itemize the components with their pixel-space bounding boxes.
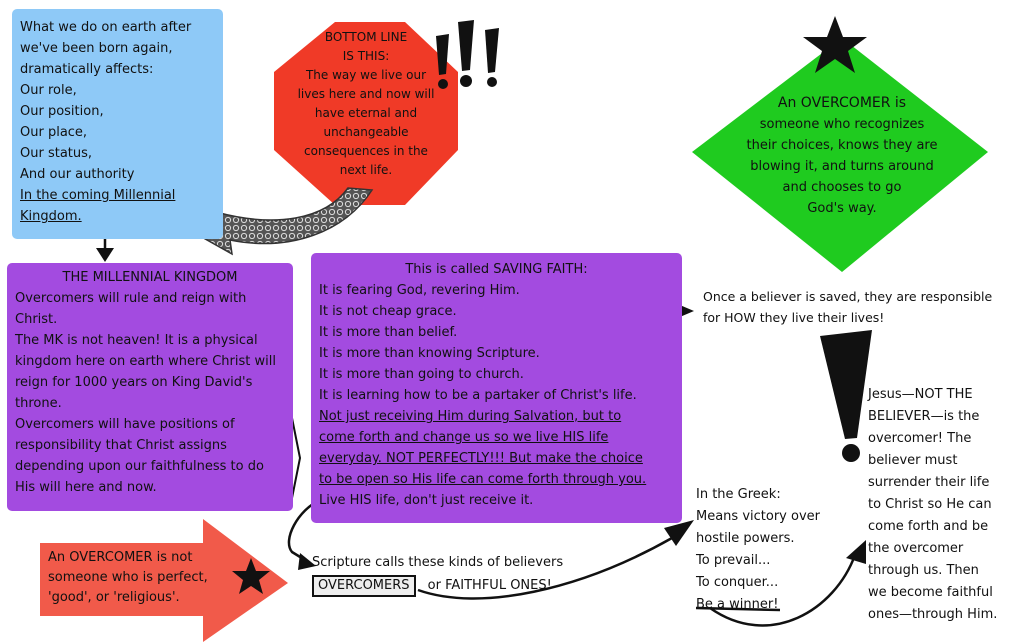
text-line: through us. Then [868,563,979,578]
text-line: believer must [868,453,958,468]
millennial-kingdom-box: THE MILLENNIAL KINGDOM Overcomers will r… [7,263,293,511]
arrowhead-icon [96,248,114,262]
underline-mark [695,606,781,612]
red-arrow-shape [40,519,288,642]
text-line: What we do on earth after [20,20,192,35]
exclamation-icon [820,330,872,462]
exclamation-icon [436,20,499,89]
text-line: consequences in the [304,144,428,158]
text-line: In the Greek: [696,487,781,502]
text-line: Our place, [20,125,88,140]
text-line: BELIEVER—is the [868,409,980,424]
text-line: overcomer! The [868,431,972,446]
overcomer-diamond [692,38,988,272]
text-line: someone who is perfect, [48,570,208,585]
text-line: To prevail... [696,553,771,568]
text-line: reign for 1000 years on King David's [15,375,253,390]
text-line: Kingdom. [20,209,82,224]
text-line: blowing it, and turns around [750,159,934,174]
bottom-line-octagon [274,22,458,205]
text-line: lives here and now will [297,87,435,101]
text-line: Overcomers will have positions of [15,417,235,432]
text-line: come forth and be [868,519,989,534]
star-icon [803,16,867,73]
star-icon [232,558,270,594]
text-line: hostile powers. [696,531,795,546]
connector-line [291,417,302,499]
text-line: OVERCOMERS or FAITHFUL ONES! [312,575,602,597]
text-line: to Christ so He can [868,497,992,512]
text-line: Scripture calls these kinds of believers [312,555,564,570]
arrowhead-icon [298,553,316,570]
text-line: we become faithful [868,585,993,600]
text-line: Not just receiving Him during Salvation,… [319,409,622,424]
text-line: everyday. NOT PERFECTLY!!! But make the … [319,451,643,466]
text-line: Christ. [15,312,58,327]
text-line: surrender their life [868,475,990,490]
text-line: and chooses to go [782,180,902,195]
text-line: throne. [15,396,62,411]
text-line: unchangeable [323,125,409,139]
text-line: Live HIS life, don't just receive it. [319,493,534,508]
text-line: dramatically affects: [20,62,154,77]
earth-affects-box: What we do on earth after we've been bor… [12,9,223,239]
text-line: come forth and change us so we live HIS … [319,430,609,445]
text-line: their choices, knows they are [746,138,938,153]
text-line: for HOW they live their lives! [703,310,885,325]
arrowhead-icon [664,520,694,546]
not-perfect-text: An OVERCOMER is not someone who is perfe… [48,548,228,608]
text-line: It is more than belief. [319,325,458,340]
overcomer-definition: An OVERCOMER is someone who recognizes t… [732,92,952,219]
text-line: Our role, [20,83,77,98]
text-line: It is fearing God, revering Him. [319,283,520,298]
text-line: The MK is not heaven! It is a physical [15,333,258,348]
text-line: Means victory over [696,509,820,524]
text-line: Our status, [20,146,93,161]
text-line: have eternal and [314,106,418,120]
text-line: God's way. [807,201,877,216]
text-line: responsibility that Christ assigns [15,438,227,453]
text-line: In the coming Millennial [20,188,176,203]
text-line: Jesus—NOT THE [868,387,973,402]
text-line: kingdom here on earth where Christ will [15,354,276,369]
arrowhead-icon [846,540,866,564]
bottom-line-text: BOTTOM LINE IS THIS: The way we live our… [276,28,456,180]
jesus-overcomer-note: Jesus—NOT THE BELIEVER—is the overcomer!… [868,384,1018,626]
text-line: Overcomers will rule and reign with [15,291,247,306]
text-line: It is more than knowing Scripture. [319,346,540,361]
box-title: THE MILLENNIAL KINGDOM [62,270,238,285]
greek-meaning-note: In the Greek: Means victory over hostile… [696,484,846,616]
text-line: Be a winner! [696,597,779,612]
text-line: An OVERCOMER is [777,95,907,111]
text-line: Our position, [20,104,104,119]
connector-arrow [417,536,673,600]
saving-faith-box: This is called SAVING FAITH: It is feari… [311,253,682,523]
text-line: next life. [339,163,393,177]
box-title: This is called SAVING FAITH: [405,262,588,277]
responsible-note: Once a believer is saved, they are respo… [703,286,1018,328]
text-line: someone who recognizes [759,117,925,132]
text-line: IS THIS: [342,49,390,63]
connector-arrow [709,554,857,627]
text-line: BOTTOM LINE [324,30,408,44]
text-line: Once a believer is saved, they are respo… [703,289,993,304]
text-line: to be open so His life can come forth th… [319,472,647,487]
text-line: And our authority [20,167,135,182]
text-line: An OVERCOMER is not [48,550,193,565]
text-line: ones—through Him. [868,607,998,622]
text-line: we've been born again, [20,41,173,56]
text-line: 'good', or 'religious'. [48,590,180,605]
text-line: It is not cheap grace. [319,304,457,319]
text-line: The way we live our [305,68,427,82]
faithful-ones-label: or FAITHFUL ONES! [427,578,552,593]
text-line: the overcomer [868,541,964,556]
text-line: It is more than going to church. [319,367,524,382]
text-line: To conquer... [696,575,779,590]
text-line: His will here and now. [15,480,157,495]
text-line: depending upon our faithfulness to do [15,459,264,474]
text-line: It is learning how to be a partaker of C… [319,388,637,403]
scripture-calls-text: Scripture calls these kinds of believers… [312,552,602,597]
overcomers-boxed-label: OVERCOMERS [312,575,416,597]
